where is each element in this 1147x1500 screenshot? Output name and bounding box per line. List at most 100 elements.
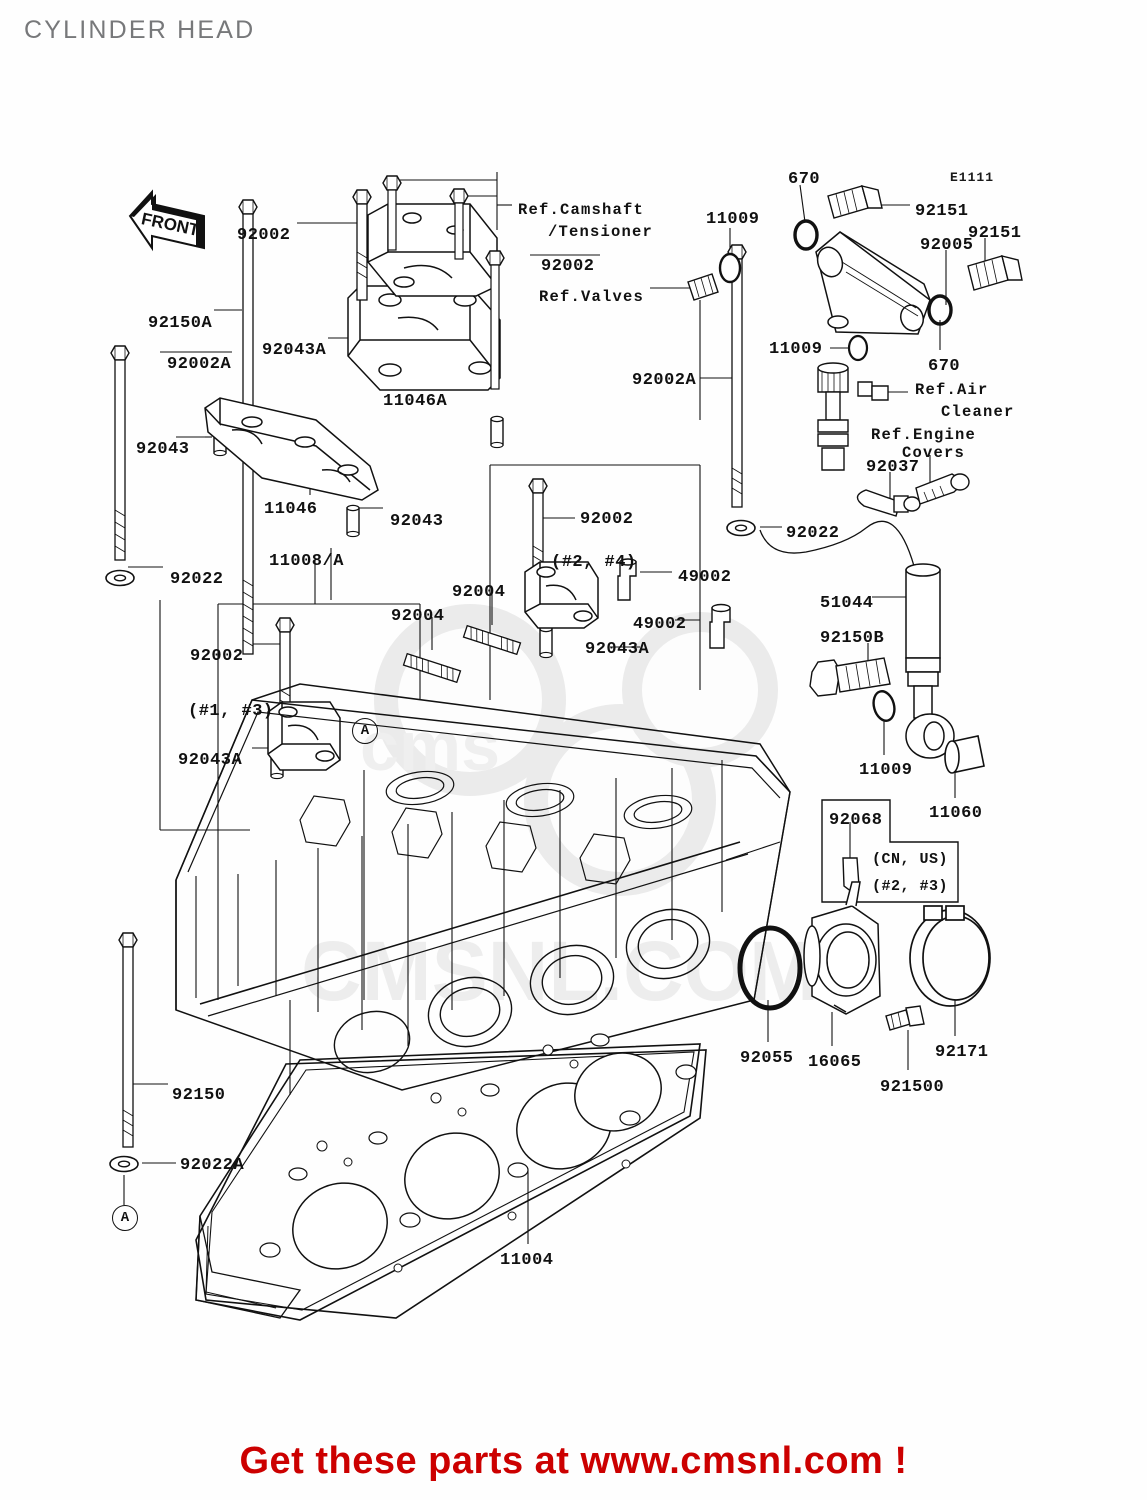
part-92002-bolt-b <box>449 188 469 260</box>
part-label-1-3: (#1, #3) <box>188 702 274 721</box>
part-label-92002: 92002 <box>190 647 244 666</box>
camshaft-bracket-upper <box>367 203 498 297</box>
part-92043a-pin-4 <box>539 625 553 659</box>
part-label-16065: 16065 <box>808 1053 862 1072</box>
part-label-tensioner: /Tensioner <box>548 223 654 241</box>
part-92151-bolt-2 <box>967 255 1023 291</box>
front-arrow-marker: FRONT <box>128 189 205 252</box>
part-label-92068: 92068 <box>829 811 883 830</box>
part-label-ref-air: Ref.Air <box>915 381 989 399</box>
part-670-oring <box>793 219 819 251</box>
part-92150-bolt <box>118 932 138 1148</box>
part-label-92055: 92055 <box>740 1049 794 1068</box>
part-cam-cap-24 <box>524 561 599 629</box>
part-49002-guide-2 <box>709 603 731 649</box>
part-label-cleaner: Cleaner <box>941 403 1015 421</box>
part-11009-gasket <box>718 252 742 284</box>
part-92068-box <box>821 799 959 903</box>
part-label-92004: 92004 <box>391 607 445 626</box>
part-92037-clamp <box>856 489 921 517</box>
part-92150b-bolt <box>809 657 891 697</box>
part-label-92043a: 92043A <box>262 341 327 360</box>
part-label-92002: 92002 <box>580 510 634 529</box>
part-92002a-bolt <box>110 345 130 561</box>
spark-plug-tube <box>817 362 849 471</box>
part-51044-pipe <box>905 563 955 759</box>
part-label-92150b: 92150B <box>820 629 885 648</box>
reference-marker-a-2: A <box>112 1205 138 1231</box>
part-label-92043a: 92043A <box>178 751 243 770</box>
part-label-11008-a: 11008/A <box>269 552 344 571</box>
part-92002-bolt-a <box>382 175 402 251</box>
ref-valves-fitting <box>687 273 719 301</box>
part-11060-gasket <box>944 735 985 774</box>
part-label-670: 670 <box>928 357 961 376</box>
part-label-92150: 92150 <box>172 1086 226 1105</box>
part-label-92150a: 92150A <box>148 314 213 333</box>
part-label-11046: 11046 <box>264 500 318 519</box>
part-92055-oring <box>737 925 803 1011</box>
part-label-ref-engine: Ref.Engine <box>871 426 977 444</box>
part-label-11009: 11009 <box>706 210 760 229</box>
part-label-ref-camshaft: Ref.Camshaft <box>518 201 645 219</box>
part-11009-gasket-3 <box>872 690 896 722</box>
part-921500-bolt <box>885 1005 925 1031</box>
part-92002-bolt-top <box>352 189 372 301</box>
page-title: CYLINDER HEAD <box>24 16 256 44</box>
part-92022-washer-right <box>726 519 756 537</box>
part-label-921500: 921500 <box>880 1078 945 1097</box>
part-label-92022a: 92022A <box>180 1156 245 1175</box>
part-92002-bolt-c <box>485 250 505 390</box>
part-label-92043: 92043 <box>390 512 444 531</box>
part-label-92171: 92171 <box>935 1043 989 1062</box>
diagram-code: E1111 <box>950 170 995 185</box>
lead-wire <box>759 520 915 567</box>
part-label-92022: 92022 <box>786 524 840 543</box>
part-label-49002: 49002 <box>678 568 732 587</box>
part-92022-washer <box>105 569 135 587</box>
part-670-oring-2 <box>927 294 953 326</box>
part-label-92002: 92002 <box>237 226 291 245</box>
part-label-11046a: 11046A <box>383 392 448 411</box>
part-label-49002: 49002 <box>633 615 687 634</box>
part-label-11004: 11004 <box>500 1251 554 1270</box>
part-label-ref-valves: Ref.Valves <box>539 288 645 306</box>
part-label-92151: 92151 <box>915 202 969 221</box>
part-11004-head-gasket <box>195 1033 707 1321</box>
part-11009-gasket-2 <box>847 334 869 362</box>
part-92004-stud-2 <box>462 624 522 656</box>
part-label-92002: 92002 <box>541 257 595 276</box>
part-92004-stud <box>402 652 462 684</box>
part-label-670: 670 <box>788 170 821 189</box>
part-label-92151: 92151 <box>968 224 1022 243</box>
part-label-92037: 92037 <box>866 458 920 477</box>
part-label-92043: 92043 <box>136 440 190 459</box>
part-92151-bolt <box>827 185 883 219</box>
part-label-92004: 92004 <box>452 583 506 602</box>
part-92002a-bolt-right <box>727 244 747 508</box>
part-label-covers: Covers <box>902 444 966 462</box>
part-ref-engine-covers-clamp <box>915 473 970 505</box>
part-label-cn-us: (CN, US) <box>872 851 949 868</box>
reference-marker-a-1: A <box>352 718 378 744</box>
ref-air-cleaner-clip <box>857 381 889 401</box>
part-label-92022: 92022 <box>170 570 224 589</box>
part-label-2-4: (#2, #4) <box>551 553 637 572</box>
part-label-11009: 11009 <box>769 340 823 359</box>
part-92005-oil-rail <box>815 231 931 335</box>
part-label-11060: 11060 <box>929 804 983 823</box>
part-92043-pin-2 <box>346 504 360 538</box>
part-label-2-3: (#2, #3) <box>872 878 949 895</box>
part-11046a-cap-rail <box>347 285 501 391</box>
part-label-92005: 92005 <box>920 236 974 255</box>
part-label-92002a: 92002A <box>632 371 697 390</box>
part-11046-cap-rail <box>204 397 379 501</box>
part-49002-guide <box>617 558 637 601</box>
footer-promo-text: Get these parts at www.cmsnl.com ! <box>239 1440 908 1482</box>
cylinder-head-body <box>175 683 791 1091</box>
part-16065-holder <box>803 881 881 1015</box>
part-92171-clamp <box>909 905 991 1007</box>
part-92022a-washer <box>109 1155 139 1173</box>
